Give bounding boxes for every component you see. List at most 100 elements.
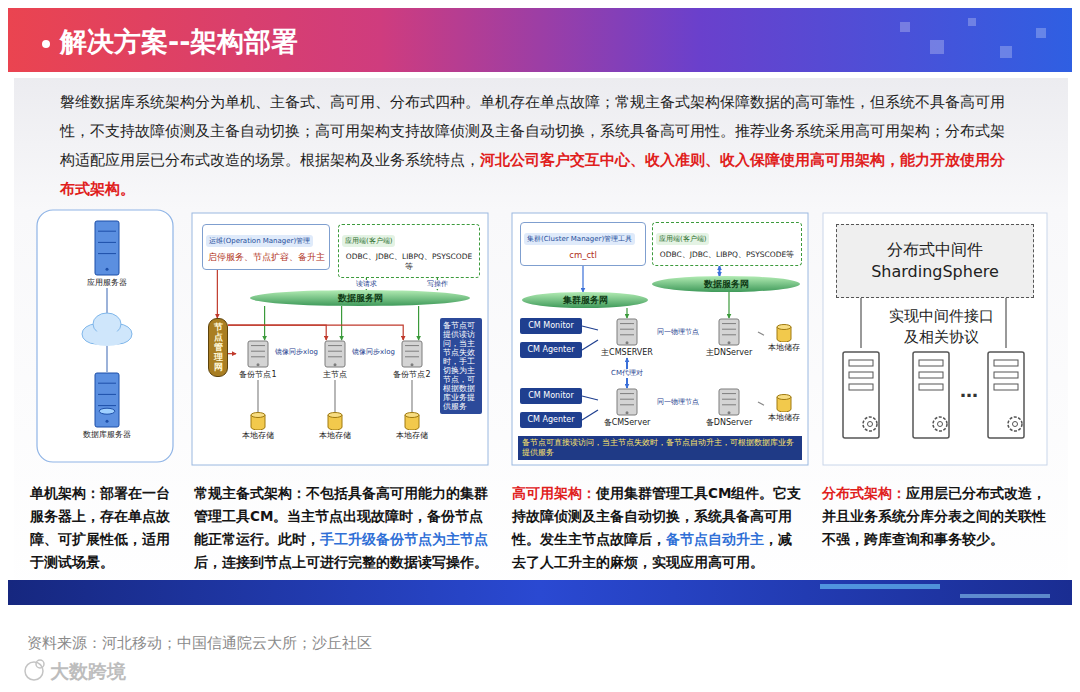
protocol-label: 实现中间件接口 及相关协议 [882,306,1000,348]
connector [582,396,598,400]
server-icon [247,340,269,368]
server-node: 主节点 [313,340,357,380]
storage-icon [327,412,343,430]
connector [582,340,598,350]
edge-label: 同一物理节点 [656,328,700,337]
server-icon [718,318,740,346]
manager-box-text: 运维(Operation Manager)管理 [206,235,313,247]
cm-component-text: CM Agenter [520,345,582,355]
network-band-text: 数据服务网 [250,290,470,306]
server-rack [913,352,949,438]
edge-label: 镜像同步xlog [274,348,319,357]
server-node-text: 数据库服务器 [76,430,138,440]
connector [758,332,764,335]
network-band-text: 集群服务网 [522,292,648,308]
label-text: 备节点自动升主 [666,531,764,547]
label-text: … [960,380,978,401]
server-node: 备份节点1 [236,340,280,380]
connector [341,306,342,340]
server-node-text: 应用服务器 [82,278,132,288]
client-box-body: ODBC、JDBC、LIBPQ、PSYSCODE等 [342,252,476,272]
cm-component: CM Agenter [520,412,582,428]
panel-frame [37,210,173,462]
label-text: 手工升级备份节点为主节点 [320,531,488,547]
connector [334,380,335,412]
storage-icon [776,324,792,342]
connector [582,410,598,420]
connector [719,266,721,276]
panel-frame [823,213,1047,465]
title-bar [8,8,1072,72]
server-icon [718,388,740,416]
note-box: 备节点可提供读访问，当主节点失效时，手工切换为主节点，可根据数据库业务提供服务 [440,318,482,414]
title-decoration [900,18,1046,58]
label-text: 高可用架构： [512,485,596,501]
server-node: 数据库服务器 [76,372,138,440]
server-node: 备CMServer [598,388,656,428]
storage-node: 本地储存 [764,324,804,352]
label-text: 资料来源：河北移动；中国信通院云大所；沙丘社区 [27,634,372,652]
label-text: 实现中间件接口 及相关协议 [889,307,994,346]
cm-component-text: CM Monitor [520,321,582,331]
server-node: 主DNServer [700,318,758,358]
connector [582,266,583,292]
storage-icon [250,412,266,430]
edge-label: 写操作 [426,280,449,289]
edge-label: 同一物理节点 [656,398,700,407]
manager-box: 运维(Operation Manager)管理启停服务、节点扩容、备升主 [202,224,330,270]
server-rack [988,352,1024,438]
note-bar: 备节点可直接读访问，当主节点失效时，备节点自动升主，可根据数据库业务提供服务 [518,436,802,460]
content-panel [14,78,1068,605]
connector [728,292,729,318]
edge-label: 镜像同步xlog [351,348,396,357]
client-box-text: 应用端(客户端) [656,233,709,245]
server-icon [401,340,423,368]
connector [217,270,218,318]
manager-box: 集群(Cluster Manager)管理工具 cm_ctl [520,222,646,266]
edge-label: 读请求 [355,280,378,289]
storage-node-text: 本地存储 [394,431,430,440]
panel-frame [192,213,488,465]
caption: 常规主备式架构：不包括具备高可用能力的集群管理工具CM。当主节点出现故障时，备份… [194,482,494,574]
network-band: 数据服务网 [250,290,470,306]
connector [411,380,412,412]
server-icon [324,340,346,368]
network-band: 集群服务网 [522,292,648,308]
label-text: 单机架构： [30,485,100,501]
note-bar-text: 备节点可直接读访问，当主节点失效时，备节点自动升主，可根据数据库业务提供服务 [522,438,798,458]
server-node: 主CMSERVER [598,318,656,358]
middleware-box: 分布式中间件 ShardingSphere [836,224,1034,298]
watermark-logo [25,660,44,680]
manager-box-text: 集群(Cluster Manager)管理工具 [524,233,635,245]
server-icon [616,318,638,346]
client-box-text: 应用端(客户端) [342,235,395,247]
cm-component-text: CM Agenter [520,415,582,425]
source-note: 资料来源：河北移动；中国信通院云大所；沙丘社区 [27,632,627,654]
cm-component: CM Monitor [520,318,582,334]
edge-label: CM代理对 [610,369,644,378]
middleware-links [861,298,1006,348]
title-bullet [42,40,50,48]
server-icon [94,372,120,428]
manager-box-body: cm_ctl [524,250,642,260]
server-icon [616,388,638,416]
network-band-text: 数据服务网 [652,276,800,292]
caption: 高可用架构：使用集群管理工具CM组件。它支持故障侦测及主备自动切换，系统具备高可… [512,482,804,574]
bottom-strip [8,580,1072,605]
cm-component: CM Agenter [520,342,582,358]
client-box-body: ODBC、JDBC、LIBPQ、PSYSCODE等 [656,250,798,260]
client-box: 应用端(客户端) ODBC、JDBC、LIBPQ、PSYSCODE等 [338,224,480,278]
network-band: 数据服务网 [652,276,800,292]
server-node-text: 主DNServer [700,348,758,358]
caption: 单机架构：部署在一台服务器上，存在单点故障、可扩展性低，适用于测试场景。 [30,482,180,574]
server-node-text: 备DNServer [700,418,758,428]
storage-node-text: 本地储存 [764,343,804,352]
server-node: 备DNServer [700,388,758,428]
management-band-text: 节点管理网 [214,323,223,372]
note-box-text: 备节点可提供读访问，当主节点失效时，手工切换为主节点，可根据数据库业务提供服务 [443,321,479,411]
connector [257,380,258,412]
connector [264,306,265,340]
manager-box-body: 启停服务、节点扩容、备升主 [206,252,326,264]
connector [758,402,764,405]
storage-icon [776,394,792,412]
